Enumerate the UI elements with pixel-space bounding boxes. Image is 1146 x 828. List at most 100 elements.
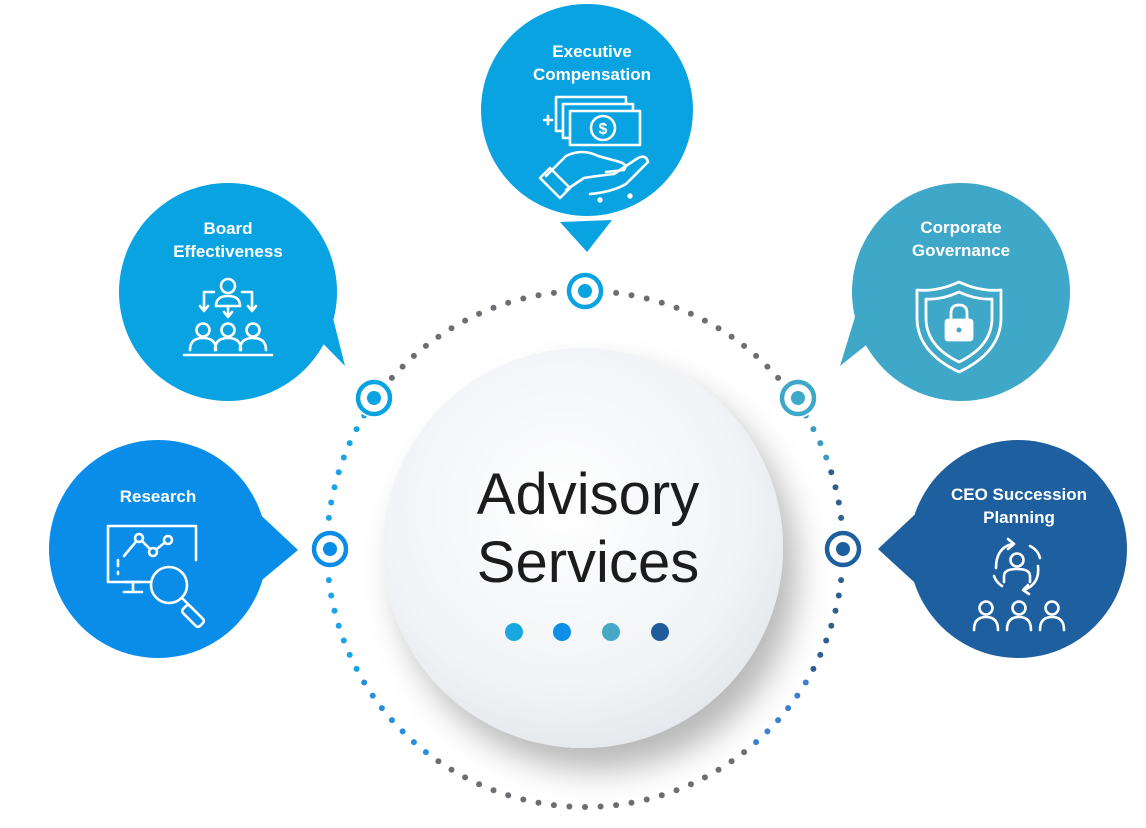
ring-dot: [817, 440, 824, 447]
ring-dot: [378, 705, 385, 712]
ring-dot: [346, 651, 353, 658]
ring-dot: [838, 577, 845, 584]
ring-dot: [325, 577, 332, 584]
board-meeting-icon: [182, 277, 274, 357]
ring-dot: [505, 299, 512, 306]
ring-dot: [597, 803, 604, 810]
ring-dot: [490, 304, 497, 311]
ring-dot: [785, 705, 792, 712]
bubble-corporate-governance-title-2: Governance: [912, 241, 1010, 260]
ring-dot: [361, 679, 368, 686]
ring-dot: [613, 802, 620, 809]
center-hub: Advisory Services: [383, 348, 783, 748]
center-title-line-2: Services: [477, 530, 699, 595]
ring-dot: [422, 749, 429, 756]
ring-dot: [794, 692, 801, 699]
bubble-executive-compensation-background: [560, 220, 612, 252]
dotted-ring: [324, 288, 846, 810]
ring-dot: [328, 592, 335, 599]
ring-marker-research: [310, 529, 350, 569]
ring-dot: [476, 781, 483, 788]
ring-dot: [550, 802, 557, 809]
ring-dot: [346, 440, 353, 447]
succession-cycle-icon: [972, 537, 1066, 632]
ring-dot: [835, 592, 842, 599]
bubble-corporate-governance[interactable]: Corporate Governance: [840, 183, 1070, 401]
ring-dot: [764, 363, 771, 370]
ring-dot: [520, 796, 527, 803]
ring-dot: [399, 728, 406, 735]
ring-dot: [435, 758, 442, 765]
ring-dot: [823, 637, 830, 644]
ring-dot: [643, 796, 650, 803]
bubble-executive-compensation-title-2: Compensation: [533, 65, 651, 84]
ring-dot: [582, 804, 588, 810]
ring-dot: [331, 607, 338, 614]
ring-dot: [810, 665, 817, 672]
svg-text:$: $: [599, 121, 608, 138]
ring-dot: [728, 758, 735, 765]
bubble-research[interactable]: Research: [49, 440, 298, 658]
ring-dot: [701, 774, 708, 781]
ring-dot: [535, 799, 542, 806]
bubble-ceo-succession-planning[interactable]: CEO Succession Planning: [878, 440, 1127, 658]
ring-dot: [353, 665, 360, 672]
ring-dot: [340, 637, 347, 644]
ring-dot: [448, 766, 455, 773]
ring-dot: [628, 292, 635, 299]
bubble-executive-compensation[interactable]: Executive Compensation $: [481, 4, 693, 252]
ring-marker-ceo-succession-planning: [823, 529, 863, 569]
ring-dot: [741, 749, 748, 756]
ring-dot: [673, 304, 680, 311]
ring-dot: [410, 352, 417, 359]
bubble-board-effectiveness-title-1: Board: [203, 219, 252, 238]
shield-lock-icon: [915, 280, 1003, 374]
ring-dot: [628, 799, 635, 806]
ring-dot: [810, 426, 817, 433]
ring-dot: [835, 499, 842, 506]
ring-marker-corporate-governance: [778, 378, 818, 418]
ring-dot: [476, 310, 483, 317]
ring-dot: [462, 317, 469, 324]
bubble-board-effectiveness[interactable]: Board Effectiveness: [119, 183, 345, 401]
ring-dot: [462, 774, 469, 781]
bubble-ceo-succession-planning-title-1: CEO Succession: [951, 485, 1087, 504]
center-dot-1: [505, 623, 523, 641]
ring-dot: [410, 739, 417, 746]
ring-marker-board-effectiveness: [354, 378, 394, 418]
ring-dot: [715, 766, 722, 773]
ring-dot: [331, 484, 338, 491]
ring-dot: [325, 514, 332, 521]
ring-marker-executive-compensation: [565, 271, 605, 311]
ring-dot: [775, 717, 782, 724]
ring-dot: [388, 374, 395, 381]
center-dot-4: [651, 623, 669, 641]
ring-dot: [335, 622, 342, 629]
ring-dot: [566, 803, 573, 810]
ring-dot: [687, 310, 694, 317]
ring-dot: [741, 342, 748, 349]
ring-dot: [643, 295, 650, 302]
ring-dot: [328, 499, 335, 506]
bubble-ceo-succession-planning-circle: [909, 440, 1127, 658]
ring-dot: [701, 317, 708, 324]
ring-dot: [435, 333, 442, 340]
ring-dot: [448, 325, 455, 332]
ring-dot: [505, 792, 512, 799]
ring-dot: [550, 289, 557, 296]
ring-dot: [764, 728, 771, 735]
ring-dot: [399, 363, 406, 370]
ring-dot: [687, 781, 694, 788]
center-title-line-1: Advisory: [477, 462, 699, 527]
ring-dot: [828, 469, 835, 476]
bubble-board-effectiveness-title-2: Effectiveness: [173, 242, 283, 261]
ring-dot: [673, 787, 680, 794]
ring-dot: [658, 792, 665, 799]
ring-dot: [832, 484, 839, 491]
ring-dot: [369, 692, 376, 699]
ring-dot: [817, 651, 824, 658]
ring-dot: [753, 739, 760, 746]
ring-dot: [335, 469, 342, 476]
ring-dot: [838, 514, 845, 521]
